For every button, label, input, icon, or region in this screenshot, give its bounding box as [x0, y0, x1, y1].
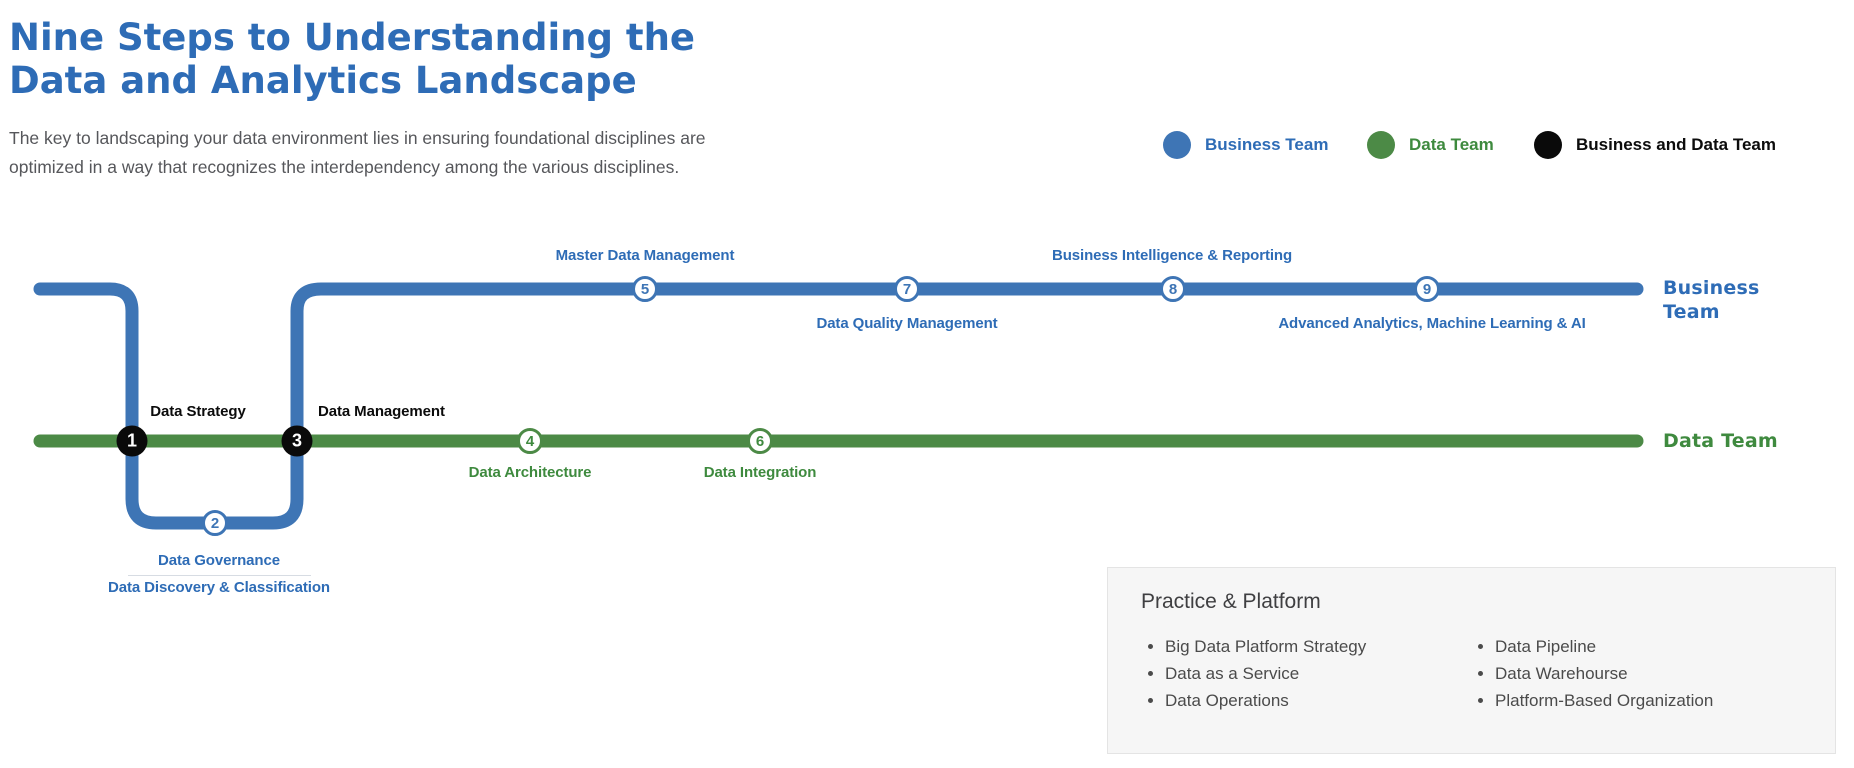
station-3: 3: [281, 425, 313, 457]
legend-item-business-and-data-team: Business and Data Team: [1534, 131, 1776, 159]
list-item: Platform-Based Organization: [1495, 691, 1713, 711]
legend-label-business-and-data-team: Business and Data Team: [1576, 135, 1776, 154]
practice-platform-panel: Practice & Platform Big Data Platform St…: [1107, 567, 1836, 754]
business-team-line-label-line1: Business: [1663, 277, 1760, 299]
station-1-number: 1: [126, 430, 137, 451]
station-1: 1: [116, 425, 148, 457]
business-team-line-label: Business Team: [1663, 276, 1759, 324]
station-6-number: 6: [755, 432, 765, 450]
station-3-label: Data Management: [318, 403, 445, 420]
station-2-label-divider: [128, 575, 311, 576]
station-6: 6: [747, 428, 773, 454]
practice-platform-heading: Practice & Platform: [1141, 590, 1321, 613]
station-2: 2: [202, 510, 228, 536]
list-item: Data as a Service: [1165, 664, 1366, 684]
business-and-data-team-dot-icon: [1534, 131, 1562, 159]
station-7-number: 7: [902, 280, 912, 298]
station-4-number: 4: [525, 432, 535, 450]
list-item: Data Operations: [1165, 691, 1366, 711]
station-8: 8: [1160, 276, 1186, 302]
page-subtitle-line2: optimized in a way that recognizes the i…: [9, 157, 680, 177]
station-4-label: Data Architecture: [468, 464, 592, 481]
page-title-line1: Nine Steps to Understanding the: [9, 16, 695, 59]
station-8-number: 8: [1168, 280, 1178, 298]
station-9-number: 9: [1422, 280, 1432, 298]
station-8-label: Business Intelligence & Reporting: [1051, 247, 1293, 264]
practice-platform-list-right: Data Pipeline Data Warehourse Platform-B…: [1478, 637, 1713, 718]
station-5-number: 5: [640, 280, 650, 298]
page-subtitle-line1: The key to landscaping your data environ…: [9, 128, 706, 148]
station-7-label: Data Quality Management: [816, 315, 998, 332]
station-3-number: 3: [291, 430, 302, 451]
station-2-number: 2: [210, 514, 220, 532]
station-5: 5: [632, 276, 658, 302]
station-5-label: Master Data Management: [555, 247, 735, 264]
business-team-dot-icon: [1163, 131, 1191, 159]
page-title-line2: Data and Analytics Landscape: [9, 59, 637, 102]
legend-item-business-team: Business Team: [1163, 131, 1328, 159]
legend-item-data-team: Data Team: [1367, 131, 1494, 159]
legend-label-business-team: Business Team: [1205, 135, 1329, 154]
station-9: 9: [1414, 276, 1440, 302]
station-9-label: Advanced Analytics, Machine Learning & A…: [1278, 315, 1586, 332]
station-7: 7: [894, 276, 920, 302]
list-item: Data Pipeline: [1495, 637, 1713, 657]
business-team-line-label-line2: Team: [1663, 301, 1720, 323]
page-subtitle: The key to landscaping your data environ…: [9, 124, 706, 182]
list-item: Big Data Platform Strategy: [1165, 637, 1366, 657]
data-team-dot-icon: [1367, 131, 1395, 159]
data-team-line-label: Data Team: [1663, 430, 1778, 452]
station-4: 4: [517, 428, 543, 454]
practice-platform-list-left: Big Data Platform Strategy Data as a Ser…: [1148, 637, 1366, 718]
station-1-label: Data Strategy: [150, 403, 246, 420]
legend-label-data-team: Data Team: [1409, 135, 1494, 154]
station-6-label: Data Integration: [703, 464, 817, 481]
station-2-label: Data Governance: [158, 552, 280, 569]
page-title: Nine Steps to Understanding the Data and…: [9, 16, 695, 102]
station-2-sublabel: Data Discovery & Classification: [108, 579, 330, 596]
list-item: Data Warehourse: [1495, 664, 1713, 684]
